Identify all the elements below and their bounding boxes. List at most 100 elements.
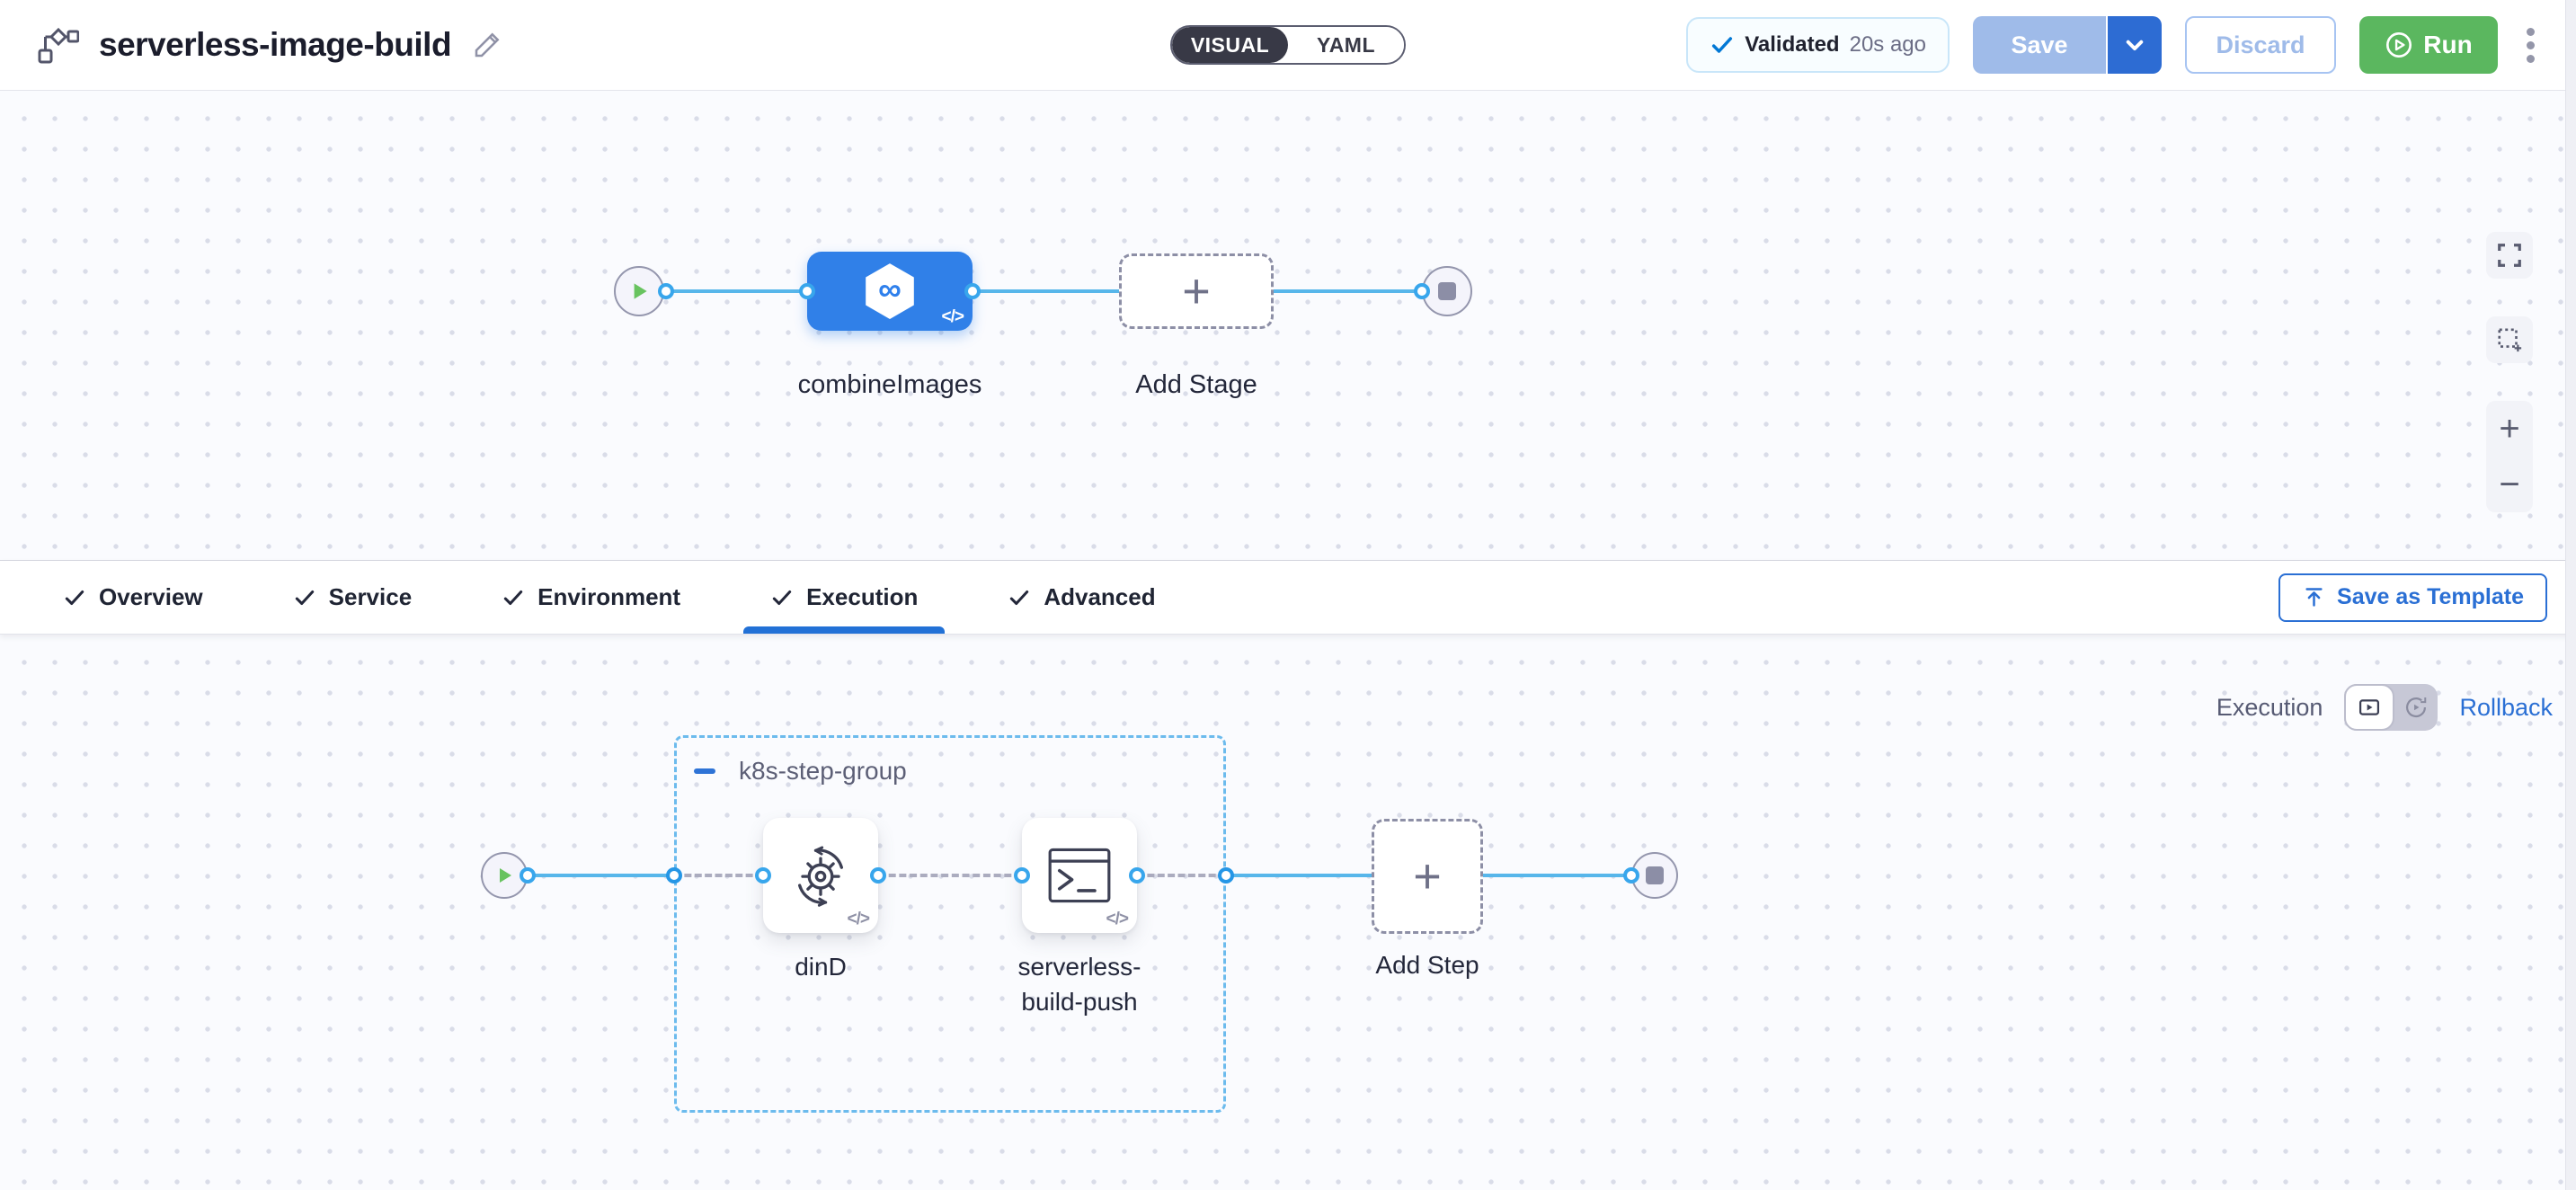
stage-tabbar: Overview Service Environment Execution A… <box>0 560 2576 635</box>
plus-icon: + <box>1182 264 1211 318</box>
pipeline-start-node[interactable] <box>614 266 664 316</box>
stage-node-combineimages[interactable]: ∞ </> <box>807 252 973 331</box>
connector-line <box>973 289 1119 293</box>
step-label-serverless-build-push: serverless-build-push <box>1017 953 1141 1017</box>
add-stage-button[interactable]: + <box>1119 253 1274 329</box>
terminal-icon <box>1048 848 1111 903</box>
zoom-out-button[interactable]: − <box>2486 457 2533 512</box>
validation-badge[interactable]: Validated 20s ago <box>1686 17 1950 73</box>
tab-environment[interactable]: Environment <box>475 561 707 634</box>
upload-icon <box>2305 588 2323 607</box>
marquee-select-icon <box>2498 328 2522 352</box>
execution-view-segment[interactable] <box>2344 684 2395 731</box>
tab-overview[interactable]: Overview <box>36 561 230 634</box>
header-actions: Validated 20s ago Save Discard Run <box>1686 16 2540 74</box>
stop-icon <box>1438 282 1456 300</box>
yaml-toggle-button[interactable]: YAML <box>1288 27 1404 63</box>
step-group-label: k8s-step-group <box>739 757 907 785</box>
connector-line <box>1226 874 1372 877</box>
run-label: Run <box>2423 31 2473 58</box>
add-step-button[interactable]: + <box>1372 819 1483 934</box>
check-icon <box>503 590 523 605</box>
tab-execution[interactable]: Execution <box>743 561 946 634</box>
connector-line <box>666 289 807 293</box>
add-step-label: Add Step <box>1375 951 1479 979</box>
zoom-in-button[interactable]: + <box>2486 401 2533 457</box>
fullscreen-icon <box>2498 244 2521 267</box>
code-icon: </> <box>1106 910 1130 928</box>
check-icon <box>295 590 314 605</box>
page-title: serverless-image-build <box>99 26 452 63</box>
code-icon: </> <box>847 910 871 928</box>
validated-time: 20s ago <box>1849 32 1926 57</box>
step-label-dind: dinD <box>795 953 847 981</box>
execution-view-switcher: Execution Rollback <box>2216 684 2553 731</box>
rollback-view-icon <box>2406 697 2427 718</box>
connector-line <box>1483 874 1629 877</box>
connector-dot <box>1414 283 1430 299</box>
stage-label: combineImages <box>797 370 982 399</box>
discard-button[interactable]: Discard <box>2185 16 2336 74</box>
tab-label: Environment <box>537 583 681 610</box>
build-stage-icon: ∞ <box>860 262 919 321</box>
more-options-icon[interactable] <box>2521 22 2540 68</box>
fit-to-screen-button[interactable] <box>2486 232 2533 279</box>
zoom-controls: + − <box>2486 401 2533 512</box>
execution-canvas[interactable]: Execution Rollback k8s-step-group <box>0 635 2576 1190</box>
connector-dashed-line <box>1137 874 1226 877</box>
connector-dot <box>1623 867 1639 884</box>
connector-dot <box>1129 867 1145 884</box>
tab-advanced[interactable]: Advanced <box>981 561 1182 634</box>
check-icon <box>65 590 84 605</box>
play-icon <box>500 868 511 883</box>
stop-icon <box>1646 866 1664 884</box>
connector-dashed-line <box>878 874 1022 877</box>
connector-dot <box>964 283 981 299</box>
connector-dashed-line <box>674 874 763 877</box>
play-circle-icon <box>2386 32 2412 58</box>
save-dropdown-button[interactable] <box>2106 16 2162 74</box>
rollback-view-segment[interactable] <box>2394 684 2438 731</box>
stage-canvas[interactable]: ∞ </> + combineImages Add Stage + − <box>0 91 2576 560</box>
tab-service[interactable]: Service <box>266 561 440 634</box>
execution-rollback-toggle[interactable] <box>2344 684 2438 731</box>
step-node-dind[interactable]: </> <box>763 818 878 933</box>
scrollbar[interactable] <box>2565 0 2576 1190</box>
edit-icon[interactable] <box>471 29 503 61</box>
connector-line <box>1274 289 1422 293</box>
pipeline-icon <box>36 25 79 65</box>
save-split-button: Save <box>1973 16 2162 74</box>
check-icon <box>1712 37 1733 53</box>
connector-dot <box>799 283 815 299</box>
add-stage-label: Add Stage <box>1135 370 1257 399</box>
connector-line <box>528 874 674 877</box>
run-button[interactable]: Run <box>2359 16 2498 74</box>
save-button[interactable]: Save <box>1973 16 2106 74</box>
execution-view-label: Execution <box>2216 693 2323 721</box>
header: serverless-image-build VISUAL YAML Valid… <box>0 0 2576 91</box>
connector-dot <box>755 867 771 884</box>
pipeline-end-node[interactable] <box>1422 266 1472 316</box>
save-as-template-label: Save as Template <box>2337 584 2524 609</box>
tab-label: Execution <box>806 583 919 610</box>
tab-label: Service <box>328 583 413 610</box>
group-border-dot <box>666 867 682 884</box>
chevron-down-icon <box>2126 40 2144 51</box>
step-node-serverless-build-push[interactable]: </> <box>1022 818 1137 933</box>
collapse-group-icon[interactable] <box>694 768 715 774</box>
check-icon <box>1010 590 1029 605</box>
step-group-k8s[interactable] <box>674 735 1226 1113</box>
code-icon: </> <box>941 307 965 326</box>
rollback-link[interactable]: Rollback <box>2459 693 2553 721</box>
play-icon <box>634 283 647 299</box>
validated-label: Validated <box>1745 32 1840 57</box>
connector-dot <box>870 867 886 884</box>
visual-yaml-toggle: VISUAL YAML <box>1170 25 1406 65</box>
step-group-header: k8s-step-group <box>694 757 907 786</box>
marquee-select-button[interactable] <box>2486 316 2533 363</box>
visual-toggle-button[interactable]: VISUAL <box>1172 27 1288 63</box>
header-left: serverless-image-build <box>36 25 503 65</box>
connector-dot <box>658 283 674 299</box>
save-as-template-button[interactable]: Save as Template <box>2278 573 2547 622</box>
